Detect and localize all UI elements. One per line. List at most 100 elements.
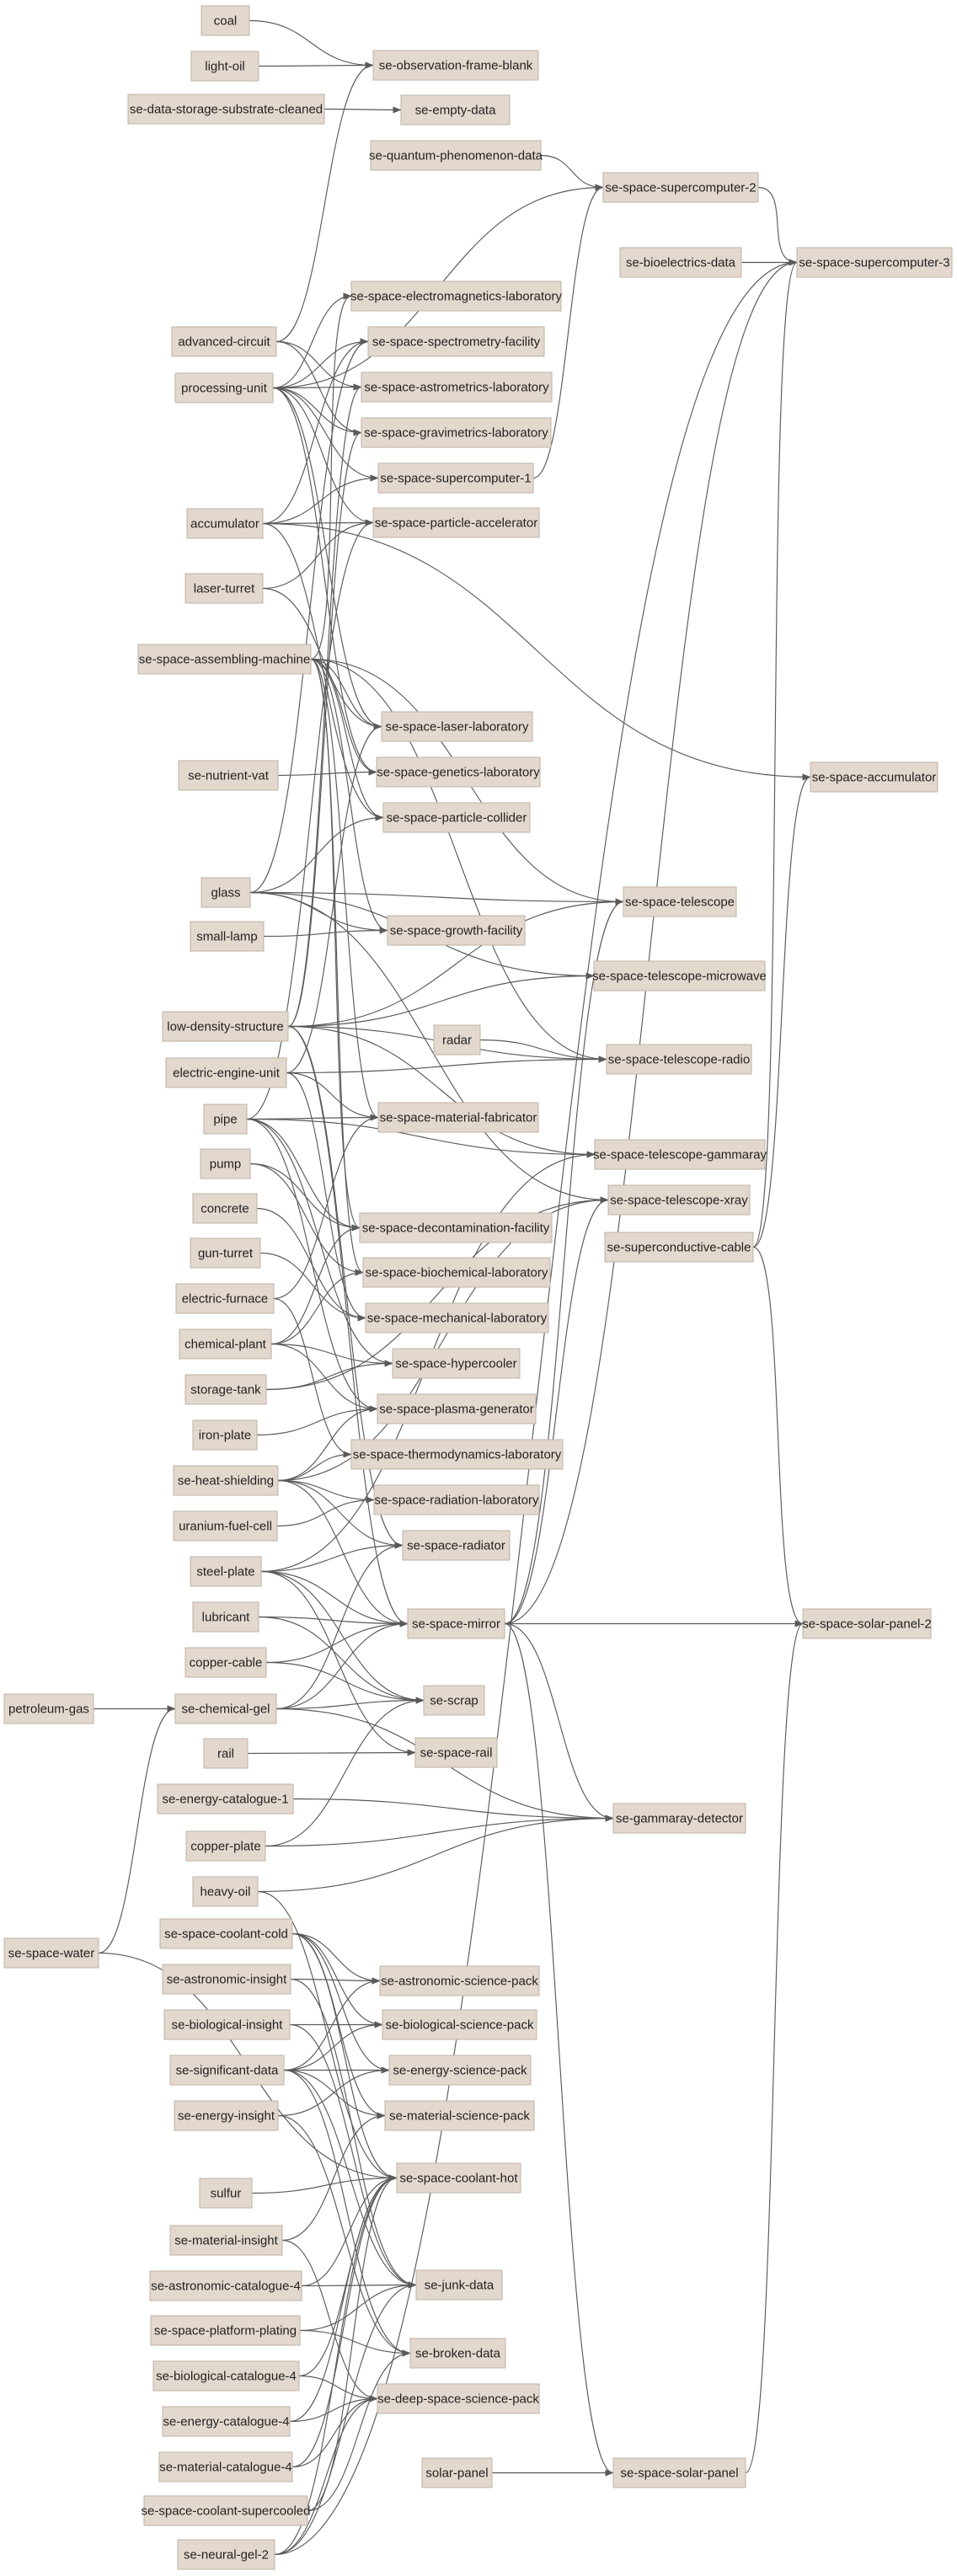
node-se-space-supercomputer-3: se-space-supercomputer-3 [796, 247, 953, 278]
node-se-empty-data: se-empty-data [400, 94, 511, 126]
node-se-material-catalogue-4: se-material-catalogue-4 [158, 2451, 293, 2482]
node-label: se-space-laser-laboratory [385, 720, 529, 735]
node-box [350, 1439, 564, 1470]
node-box [169, 2225, 283, 2256]
node-label: se-scrap [430, 1694, 478, 1708]
node-se-observation-frame-blank: se-observation-frame-blank [372, 50, 539, 81]
node-box [186, 508, 264, 539]
node-label: electric-engine-unit [173, 1066, 281, 1081]
node-label: gun-turret [198, 1247, 254, 1261]
node-label: se-biological-science-pack [386, 2018, 534, 2033]
edge-se-heat-shielding-to-se-space-radiator [277, 1479, 404, 1549]
node-box [173, 1465, 279, 1496]
node-box [137, 644, 312, 675]
node-light-oil: light-oil [190, 51, 259, 82]
node-label: se-nutrient-vat [188, 769, 270, 783]
node-box [612, 2457, 746, 2488]
node-label: se-space-thermodynamics-laboratory [353, 1448, 562, 1462]
edge-se-space-supercomputer-2-to-se-space-supercomputer-3 [757, 186, 798, 266]
node-box [365, 1302, 549, 1333]
node-label: concrete [200, 1202, 249, 1216]
node-label: se-space-radiator [407, 1539, 505, 1553]
node-box [199, 2178, 253, 2209]
node-box [593, 960, 766, 991]
edge-se-space-water-to-se-chemical-gel [98, 1705, 176, 1954]
edge-copper-cable-to-se-space-mirror [265, 1620, 409, 1664]
node-box [594, 1139, 766, 1170]
edge-sulfur-to-se-space-coolant-hot [251, 2174, 398, 2194]
node-box [173, 1510, 278, 1542]
node-label: se-space-telescope-gammaray [593, 1148, 767, 1162]
node-se-material-insight: se-material-insight [169, 2225, 283, 2256]
edge-se-superconductive-cable-to-se-space-accumulator [752, 773, 811, 1248]
edge-se-space-coolant-cold-to-se-astronomic-science-pack [291, 1932, 381, 1985]
edge-se-superconductive-cable-to-se-space-supercomputer-3 [752, 259, 798, 1248]
edge-se-heat-shielding-to-se-space-mirror [277, 1479, 409, 1627]
edge-se-superconductive-cable-to-se-space-solar-panel-2 [752, 1246, 804, 1627]
node-box [400, 94, 511, 126]
node-box [185, 1830, 266, 1862]
node-label: copper-cable [190, 1656, 263, 1670]
node-pipe: pipe [203, 1104, 248, 1135]
node-box [174, 1693, 277, 1724]
edge-se-space-coolant-cold-to-se-space-coolant-hot [291, 1932, 398, 2182]
node-label: se-space-supercomputer-3 [799, 256, 949, 270]
node-se-deep-space-science-pack: se-deep-space-science-pack [377, 2383, 540, 2414]
node-box [407, 1608, 505, 1639]
node-box [392, 1348, 521, 1379]
node-copper-plate: copper-plate [185, 1830, 266, 1862]
edge-electric-furnace-to-se-space-thermodynamics-laboratory [273, 1297, 352, 1458]
node-box [143, 2495, 308, 2526]
node-chemical-plant: chemical-plant [179, 1328, 272, 1360]
node-box [163, 2009, 291, 2040]
node-se-space-astrometrics-laboratory: se-space-astrometrics-laboratory [361, 371, 553, 403]
node-label: processing-unit [181, 382, 268, 396]
node-box [377, 2383, 540, 2414]
edge-chemical-plant-to-se-space-plasma-generator [270, 1343, 378, 1413]
node-se-space-mirror: se-space-mirror [407, 1608, 505, 1639]
node-uranium-fuel-cell: uranium-fuel-cell [173, 1510, 278, 1542]
node-se-space-coolant-supercooled: se-space-coolant-supercooled [142, 2495, 310, 2526]
node-se-heat-shielding: se-heat-shielding [173, 1465, 279, 1496]
node-label: se-deep-space-science-pack [377, 2392, 539, 2407]
node-box [606, 1044, 752, 1075]
edge-low-density-structure-to-se-space-telescope-microwave [287, 972, 595, 1028]
node-label: se-space-water [8, 1947, 95, 1961]
node-label: se-astronomic-insight [167, 1973, 287, 1987]
node-label: se-data-storage-substrate-cleaned [130, 103, 323, 117]
edge-se-space-assembling-machine-to-se-space-laser-laboratory [310, 658, 382, 730]
edge-processing-unit-to-se-space-particle-accelerator [272, 387, 374, 526]
node-label: se-astronomic-science-pack [381, 1975, 538, 1989]
edge-advanced-circuit-to-se-space-astrometrics-laboratory [275, 340, 362, 391]
edge-steel-plate-to-se-space-radiator [260, 1542, 404, 1573]
node-label: steel-plate [196, 1565, 254, 1579]
node-box [810, 762, 938, 793]
node-se-space-assembling-machine: se-space-assembling-machine [137, 644, 312, 675]
node-box [372, 507, 540, 538]
node-label: se-space-rail [420, 1746, 493, 1761]
edge-se-material-catalogue-4-to-se-deep-space-science-pack [291, 2395, 378, 2468]
edge-processing-unit-to-se-space-genetics-laboratory [272, 387, 377, 776]
node-se-scrap: se-scrap [423, 1685, 485, 1716]
node-box [361, 371, 553, 403]
edge-copper-plate-to-se-scrap [265, 1697, 425, 1847]
node-se-astronomic-science-pack: se-astronomic-science-pack [379, 1965, 540, 1996]
edge-pump-to-se-space-biochemical-laboratory [249, 1162, 364, 1276]
edge-se-space-assembling-machine-to-se-space-electromagnetics-laboratory [310, 292, 352, 660]
node-se-quantum-phenomenon-data: se-quantum-phenomenon-data [369, 140, 543, 171]
node-se-space-electromagnetics-laboratory: se-space-electromagnetics-laboratory [350, 281, 562, 312]
node-label: se-space-gravimetrics-laboratory [364, 426, 548, 441]
node-advanced-circuit: advanced-circuit [171, 326, 277, 357]
node-se-astronomic-insight: se-astronomic-insight [162, 1964, 291, 1995]
node-label: se-space-particle-collider [387, 811, 527, 826]
node-label: pump [210, 1157, 242, 1172]
node-box [177, 2539, 275, 2570]
edge-se-space-platform-plating-to-se-junk-data [299, 2281, 417, 2332]
node-label: se-biological-catalogue-4 [156, 2370, 297, 2384]
edge-se-space-platform-plating-to-se-broken-data [299, 2329, 411, 2357]
node-box [372, 50, 539, 81]
node-box [149, 2270, 302, 2301]
edge-se-significant-data-to-se-biological-science-pack [283, 2021, 383, 2071]
node-box [388, 2055, 532, 2086]
